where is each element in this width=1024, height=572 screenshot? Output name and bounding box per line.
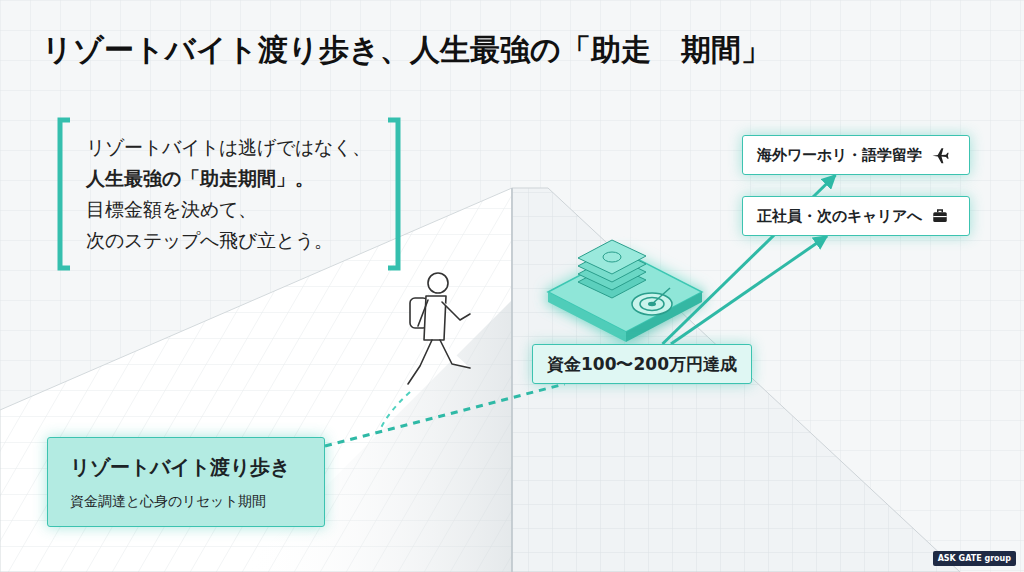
cliff-floor	[0, 188, 512, 572]
bracket-right	[388, 120, 398, 268]
node-body: 資金調達と心身のリセット期間	[70, 493, 266, 511]
money-stack	[578, 240, 646, 298]
page-title: リゾートバイト渡り歩き、人生最強の「助走 期間」	[42, 30, 771, 71]
node-heading: リゾートバイト渡り歩き	[70, 454, 290, 481]
bracket-left	[60, 120, 70, 268]
node-heading: 正社員・次のキャリアへ	[757, 207, 922, 226]
intro-line-bold: 人生最強の「助走期間」。	[86, 166, 314, 192]
target-icon	[632, 288, 672, 315]
walking-person	[408, 273, 470, 384]
start-box: リゾートバイト渡り歩き資金調達と心身のリセット期間	[47, 437, 325, 527]
chasm-shadow	[240, 300, 512, 572]
plane-icon	[930, 146, 950, 164]
intro-line: リゾートバイトは逃げではなく、	[86, 135, 371, 161]
next-step-box: 海外ワーホリ・語学留学	[742, 135, 970, 175]
text-row: 正社員・次のキャリアへ	[757, 207, 950, 226]
cliff-wall	[512, 188, 960, 572]
cliff-edge	[511, 188, 513, 572]
briefcase-icon	[930, 207, 950, 225]
goal-label-box: 資金100〜200万円達成	[532, 344, 752, 384]
next-step-box: 正社員・次のキャリアへ	[742, 196, 970, 236]
text-row: 海外ワーホリ・語学留学	[757, 146, 950, 165]
node-heading: 資金100〜200万円達成	[547, 353, 737, 376]
company-logo: ASK GATE group	[933, 551, 1016, 566]
arrow-connector	[671, 236, 827, 344]
node-heading: 海外ワーホリ・語学留学	[757, 146, 922, 165]
intro-line: 目標金額を決めて、	[86, 197, 257, 223]
intro-line: 次のステップへ飛び立とう。	[86, 228, 333, 254]
dashed-path	[325, 384, 565, 446]
